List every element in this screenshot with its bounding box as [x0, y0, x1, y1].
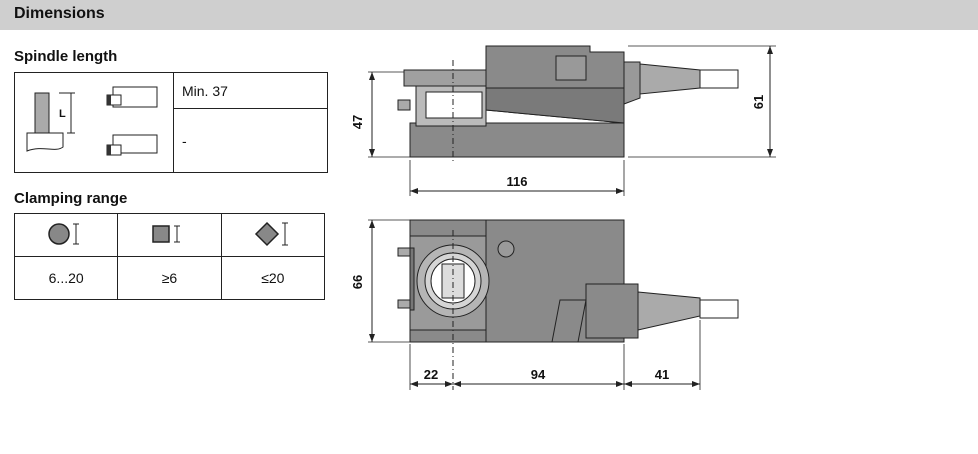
dim-width-66: 66	[350, 275, 365, 289]
spindle-illustration-cell: L	[14, 72, 174, 173]
spindle-illustration: L	[26, 86, 158, 156]
dim-offset-22: 22	[424, 367, 438, 382]
dim-height-47: 47	[350, 115, 365, 129]
diamond-range-value: ≤20	[220, 256, 326, 300]
round-spindle-icon	[48, 222, 80, 245]
round-range-value: 6...20	[13, 256, 119, 300]
header-bar: Dimensions	[0, 0, 978, 30]
square-spindle-icon	[152, 224, 181, 243]
dim-length-116: 116	[507, 174, 528, 189]
diamond-spindle-cell	[220, 213, 326, 257]
dim-body-94: 94	[531, 367, 546, 382]
spindle-length-title: Spindle length	[14, 48, 118, 65]
spindle-row-1: Min. 37	[173, 71, 328, 110]
spindle-l-label: L	[59, 108, 66, 120]
round-spindle-cell	[13, 213, 119, 257]
dimension-drawing: 47 61 116	[350, 45, 776, 390]
side-view: 47 61 116	[350, 45, 776, 196]
square-spindle-cell	[117, 213, 222, 257]
diamond-spindle-icon	[254, 221, 288, 246]
top-view: 66 22 94 41	[350, 219, 739, 390]
page-title: Dimensions	[14, 5, 105, 22]
clamping-range-title: Clamping range	[14, 190, 128, 207]
spindle-length-table: L Min. 37 -	[14, 71, 328, 173]
square-range-value: ≥6	[117, 256, 222, 300]
dim-cable-41: 41	[655, 367, 669, 382]
dim-height-61: 61	[751, 95, 766, 109]
clamping-range-table: 6...20 ≥6 ≤20	[13, 213, 326, 300]
spindle-row-2: -	[173, 108, 328, 173]
